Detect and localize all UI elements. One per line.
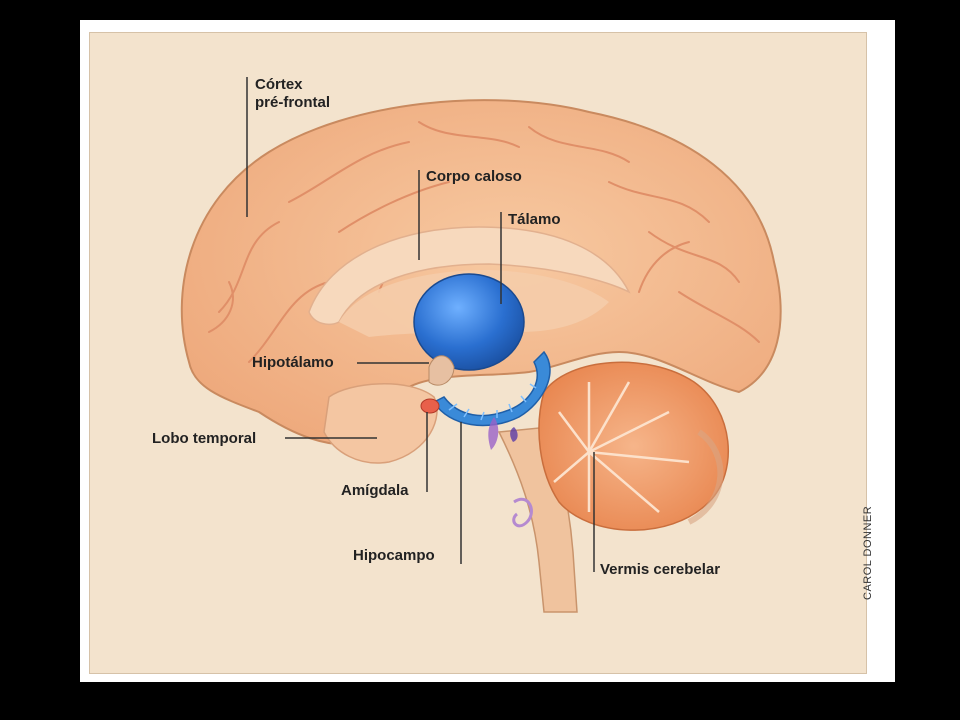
- leader-lines: [246, 77, 595, 572]
- artist-credit: CAROL DONNER: [862, 505, 874, 600]
- brain-illustration: [180, 77, 782, 613]
- ventricle-small-icon: [510, 427, 518, 442]
- gyri: [208, 121, 760, 363]
- label-amigdala: Amígdala: [341, 482, 409, 499]
- label-cortex: Córtex pré-frontal: [255, 76, 330, 112]
- cerebellum: [538, 361, 729, 531]
- brainstem-cavity-icon: [512, 498, 533, 528]
- ventricle-icon: [488, 417, 499, 450]
- amygdala: [420, 398, 440, 414]
- label-cortex-line1: Córtex: [255, 76, 303, 93]
- thalamus: [413, 273, 525, 371]
- label-cortex-line2: pré-frontal: [255, 94, 330, 111]
- temporal-lobe: [323, 383, 438, 464]
- cerebellum-folia: [553, 381, 690, 513]
- hippocampus-segments: [448, 383, 537, 421]
- cerebellum-shadow: [687, 429, 724, 525]
- hypothalamus: [428, 355, 455, 386]
- label-corpo-caloso: Corpo caloso: [426, 168, 522, 185]
- label-hipocampo: Hipocampo: [353, 547, 435, 564]
- label-hipotalamo: Hipotálamo: [252, 354, 334, 371]
- label-lobo-temporal: Lobo temporal: [152, 430, 257, 447]
- label-vermis: Vermis cerebelar: [600, 561, 721, 578]
- corpus-callosum: [308, 226, 631, 325]
- hippocampus: [432, 350, 551, 427]
- label-talamo: Tálamo: [508, 211, 561, 228]
